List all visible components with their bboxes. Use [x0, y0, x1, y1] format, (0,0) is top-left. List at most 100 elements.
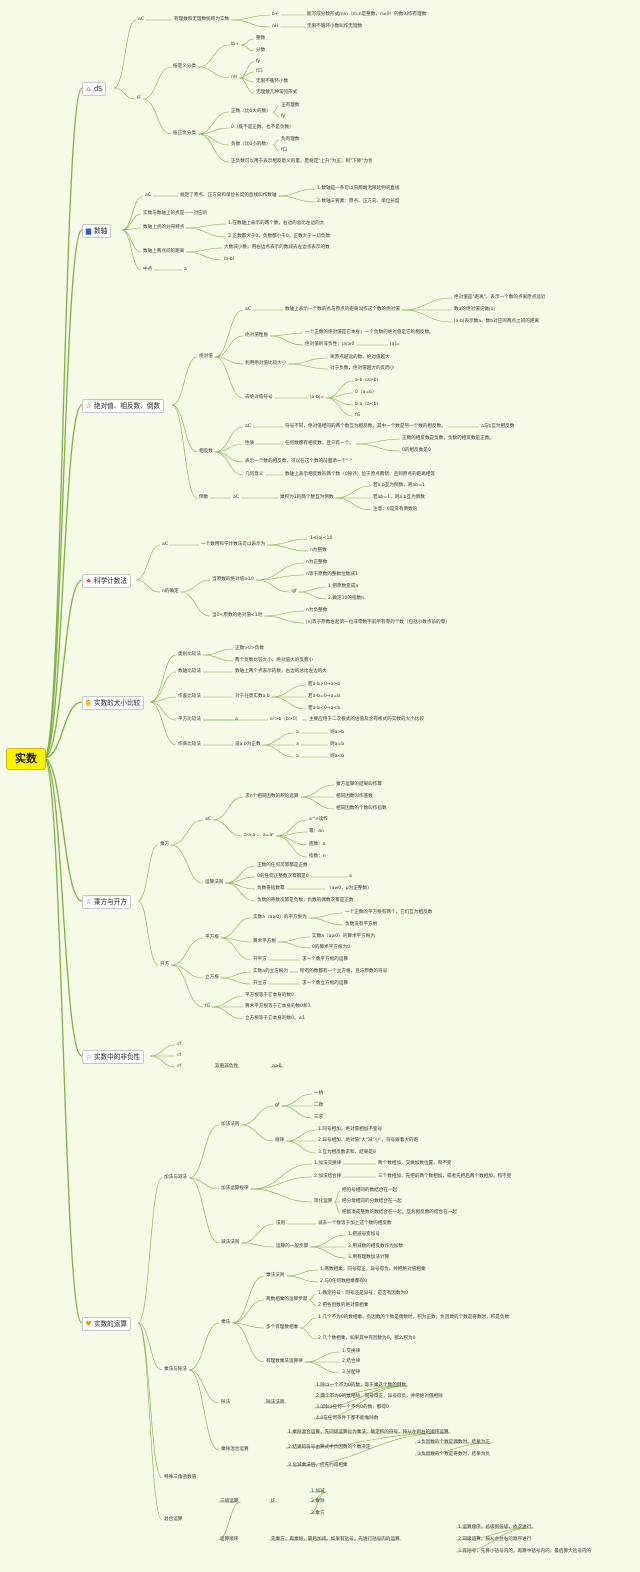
topic-node[interactable]: a-b（a>b） — [355, 378, 382, 383]
branch-node[interactable]: ▆数轴 — [82, 224, 112, 238]
topic-node[interactable]: 乘法与除法 — [164, 1367, 187, 1372]
root-node[interactable]: 实数 — [6, 748, 46, 770]
topic-node[interactable]: 若a-b>0→a>b — [308, 682, 341, 687]
topic-node[interactable]: 绝对值是"距离"，表示一个数的点离原点远近 — [454, 295, 546, 300]
topic-node[interactable]: 加法运算规律 — [221, 1186, 249, 1191]
topic-node[interactable]: 2.结果的符号由算式中负因数的个数决定 — [288, 1445, 371, 1450]
topic-node[interactable]: aC — [233, 495, 240, 500]
topic-node[interactable]: n为正整数 — [306, 560, 328, 565]
topic-node[interactable]: 若ab=1，则a,b互为倒数 — [373, 495, 425, 500]
topic-node[interactable]: a²>b（b>0） — [270, 717, 301, 722]
topic-node[interactable]: 0的任何正整数次幂都是0 — [257, 874, 309, 879]
topic-node[interactable]: 数轴上两个点表示的数，右边的总比左边的大 — [235, 669, 327, 674]
topic-node[interactable]: 指数：n — [309, 854, 326, 859]
topic-node[interactable]: 两个数相加，交换加数位置，和不变 — [378, 1161, 452, 1166]
topic-node[interactable]: 0（a=b） — [355, 390, 377, 395]
topic-node[interactable]: 1.数轴是一条可以向两端无限延伸的直线 — [317, 186, 400, 191]
branch-node[interactable]: ★科学计数法 — [82, 574, 131, 588]
topic-node[interactable]: 主要应用于二次根式的估值及含有根式的实数的大小比较 — [309, 717, 424, 722]
topic-node[interactable]: 乘积为1的两个数互为倒数 — [280, 495, 334, 500]
topic-node[interactable]: 两个负数比较大小，绝对值大的反而小 — [235, 658, 314, 663]
topic-node[interactable]: 相同因数叫作底数 — [336, 794, 373, 799]
branch-node[interactable]: ☆实数中的非负性 — [82, 1050, 145, 1064]
topic-node[interactable]: 求一个数平方根的运算 — [302, 957, 348, 962]
topic-node[interactable]: lb+ — [231, 42, 240, 47]
topic-node[interactable]: 运算法则 — [205, 880, 224, 885]
topic-node[interactable]: 1≤|a|<10 — [310, 536, 333, 541]
topic-node[interactable]: 4.0在任何条件下都不能做除数 — [316, 1416, 379, 1421]
topic-node[interactable]: 设a,b为正数 — [235, 742, 261, 747]
topic-node[interactable]: 整数 — [256, 36, 266, 41]
topic-node[interactable]: 负数的奇数次幂是负数，负数的偶数次幂是正数 — [257, 898, 354, 903]
topic-node[interactable]: 表示一个数的相反数，可以在这个数的前面添一个"-" — [245, 459, 352, 464]
topic-node[interactable]: f口 — [281, 148, 288, 153]
topic-node[interactable]: 2.两个不为0的数相除，同号得正，异号得负，并把绝对值相除 — [316, 1394, 443, 1399]
topic-node[interactable]: 幂：an — [309, 829, 324, 834]
topic-node[interactable]: 2.同级运算，按从左往右的顺序进行 — [458, 1537, 532, 1542]
topic-node[interactable]: 正负数可以用于表示相反意义的量，若规定"上升"为正，则"下降"为负 — [231, 159, 373, 164]
topic-node[interactable]: 倒数 — [199, 495, 209, 500]
topic-node[interactable]: 减法法则 — [221, 1240, 240, 1245]
topic-node[interactable]: n的确定 — [162, 589, 179, 594]
topic-node[interactable]: 1.同号相加，绝对值相加不变号 — [318, 1127, 383, 1132]
topic-node[interactable]: 除法 — [221, 1400, 231, 1405]
topic-node[interactable]: fG — [355, 413, 361, 418]
topic-node[interactable]: 负有理数 — [281, 137, 300, 142]
topic-node[interactable]: 算术平方根 — [253, 939, 276, 944]
topic-node[interactable]: aC — [162, 542, 169, 547]
topic-node[interactable]: 任何数都有相反数，且只有一个。 — [285, 441, 354, 446]
topic-node[interactable]: 实数a（a≥0）的平方根为 — [253, 915, 307, 920]
topic-node[interactable]: 中点 — [143, 267, 153, 272]
topic-node[interactable]: 1.几个不为0的数相乘，负因数的个数是偶数时，积为正数；负因数的个数是奇数时，积… — [318, 1315, 510, 1320]
topic-node[interactable]: 1.加法交换律 — [314, 1161, 342, 1166]
topic-node[interactable]: 按定义分类 — [173, 64, 196, 69]
topic-node[interactable]: 一桥 — [314, 1091, 324, 1096]
topic-node[interactable]: 多个有理数相乘 — [266, 1325, 299, 1330]
topic-node[interactable]: 能写成分数形式m/n（m,n是整数，n≠0）的数叫作有理数 — [307, 12, 427, 17]
topic-node[interactable]: 1.在数轴上表示的两个数，右边的总比左边的大 — [228, 221, 325, 226]
topic-node[interactable]: 双重非负性 — [215, 1064, 238, 1069]
topic-node[interactable]: 二政 — [314, 1103, 324, 1108]
topic-node[interactable]: 乘方运算的结果叫作幂 — [336, 782, 382, 787]
topic-node[interactable]: ②负因数的个数是奇数时，结果为负 — [417, 1452, 491, 1457]
topic-node[interactable]: 对于负数，绝对值越大的反而小 — [330, 366, 395, 371]
topic-node[interactable]: 2.异号相加，绝对值"大"减"小"，符号跟着大的跑 — [318, 1138, 419, 1143]
topic-node[interactable]: 数轴上表示相反数的两个数（0除外）位于原点两侧，且到原点的距离相等 — [285, 472, 435, 477]
topic-node[interactable]: 3.0除以任何一个不为0的数，都得0 — [316, 1405, 389, 1410]
topic-node[interactable]: 若a-b<0→a<b — [308, 706, 341, 711]
topic-node[interactable]: 一个正数的绝对值是它本身；一个负数的绝对值是它的相反数。 — [305, 330, 434, 335]
topic-node[interactable]: aC — [245, 424, 252, 429]
topic-node[interactable]: a·a·a·…·a=aⁿ — [244, 833, 275, 838]
topic-node[interactable]: 把符号相同的数结合在一起 — [342, 1188, 398, 1193]
topic-node[interactable]: 开立方 — [253, 981, 267, 986]
topic-node[interactable]: 若a,b互为倒数，则ab=1 — [373, 483, 425, 488]
topic-node[interactable]: 法则 — [276, 1221, 286, 1226]
topic-node[interactable]: IF — [271, 1499, 275, 1504]
topic-node[interactable]: 开方 — [160, 962, 170, 967]
topic-node[interactable]: 减去一个数等于加上这个数的相反数 — [318, 1221, 392, 1226]
topic-node[interactable]: aC — [138, 17, 145, 22]
topic-node[interactable]: 数轴上表示一个数的点与原点的距离叫作这个数的绝对值 — [285, 307, 400, 312]
topic-node[interactable]: 分数 — [256, 48, 266, 53]
topic-node[interactable]: a — [296, 754, 299, 759]
topic-node[interactable]: 数轴上两点间的距离 — [143, 249, 185, 254]
topic-node[interactable]: cf — [177, 1042, 182, 1047]
topic-node[interactable]: 当原数的绝对值≥10 — [212, 577, 254, 582]
topic-node[interactable]: IF — [137, 96, 141, 101]
topic-node[interactable]: 则a=b — [330, 742, 345, 747]
topic-node[interactable]: 0的相反数是0 — [402, 448, 431, 453]
topic-node[interactable]: a≥0 — [272, 1064, 282, 1069]
topic-node[interactable]: f口 — [256, 69, 263, 74]
topic-node[interactable]: 乘法法则 — [266, 1273, 285, 1278]
topic-node[interactable]: 简化运算 — [314, 1199, 333, 1204]
topic-node[interactable]: 绝对值性质 — [245, 333, 268, 338]
topic-node[interactable]: 性质 — [245, 441, 255, 446]
topic-node[interactable]: aC — [245, 307, 252, 312]
topic-node[interactable]: 立方根 — [205, 975, 219, 980]
topic-node[interactable]: cf — [177, 1064, 182, 1069]
topic-node[interactable]: 乘方 — [160, 842, 170, 847]
topic-node[interactable]: 正数>0>负数 — [235, 646, 264, 651]
topic-node[interactable]: a — [349, 874, 352, 879]
topic-node[interactable]: 无理数几种常见形式 — [256, 90, 298, 95]
topic-node[interactable]: 先乘方，再乘除，最后加减。如果有括号，先进行括号内的运算 — [271, 1537, 400, 1542]
